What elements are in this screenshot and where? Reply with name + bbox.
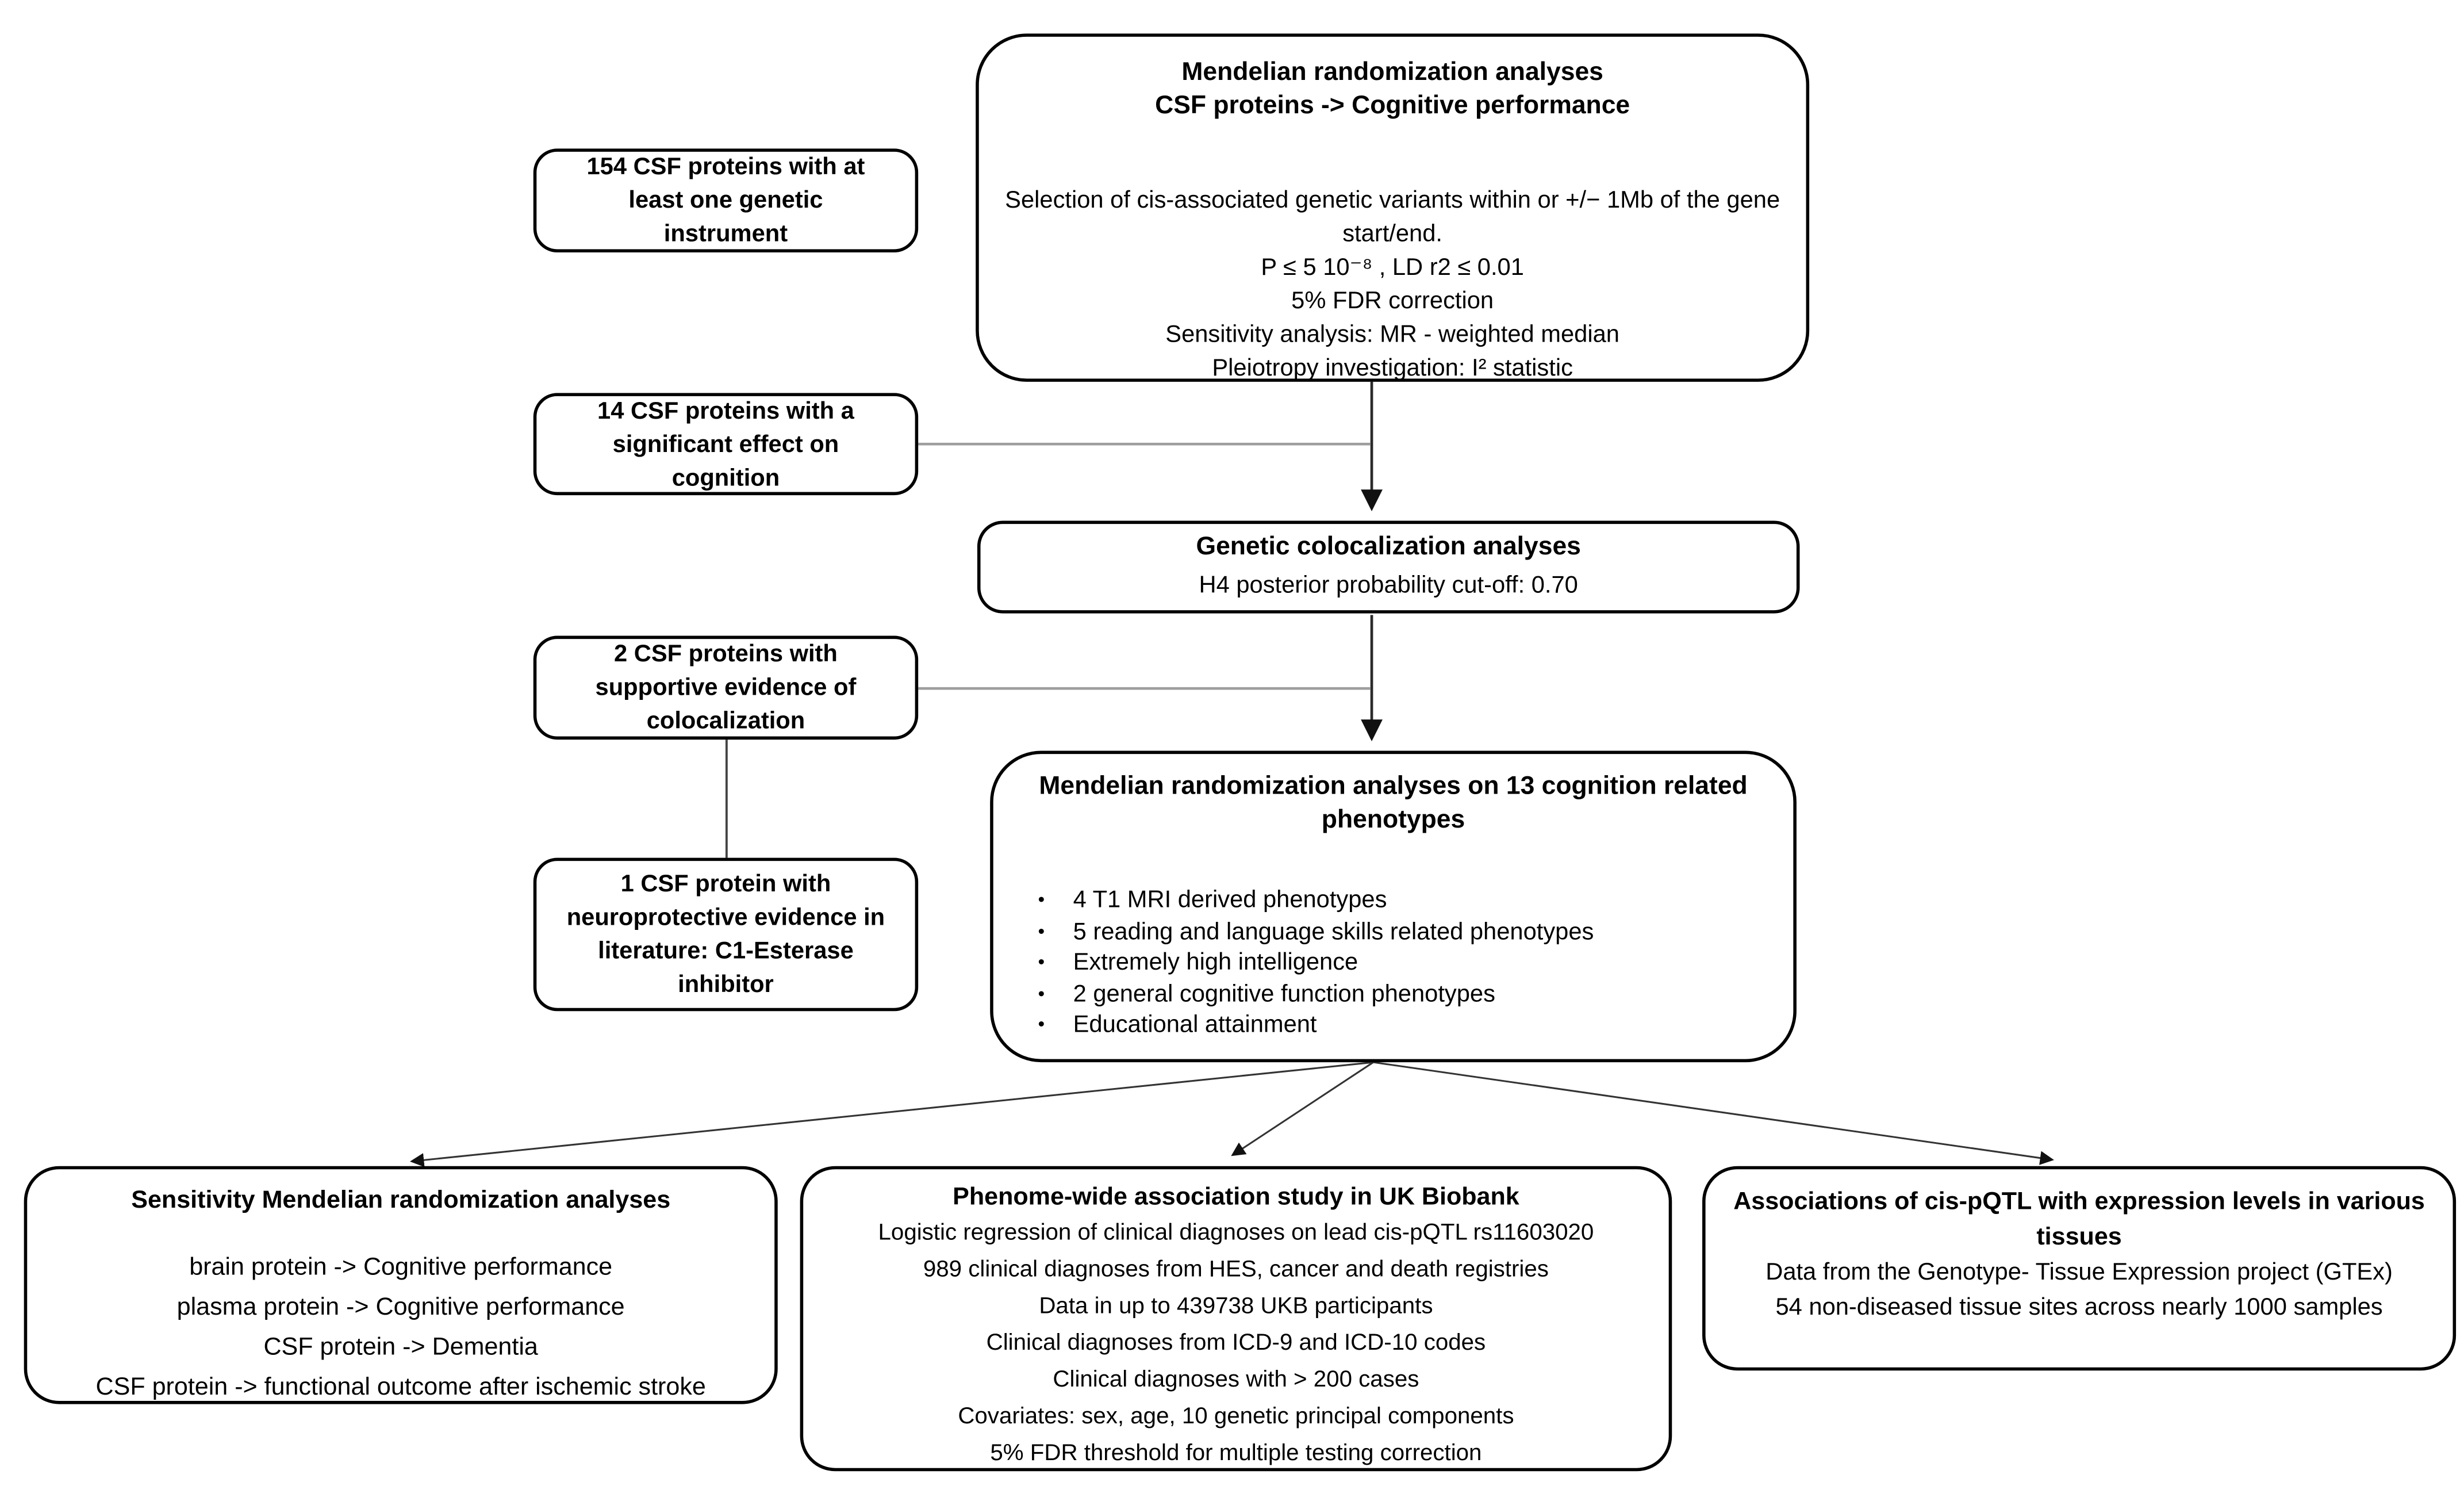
bullet-item-text: Extremely high intelligence: [1073, 948, 1358, 976]
connector-mr13-to-gtex-arrow: [1373, 1061, 2054, 1165]
phewas-line: 989 clinical diagnoses from HES, cancer …: [923, 1257, 1549, 1283]
mr-top-body-line: Pleiotropy investigation: I² statistic: [1212, 354, 1573, 382]
connector-mr13-to-sensitivity-arrow: [409, 1061, 1373, 1167]
bullet-item: • 2 general cognitive function phenotype…: [1038, 978, 1794, 1009]
sensitivity-title: Sensitivity Mendelian randomization anal…: [131, 1186, 671, 1215]
phewas-line: Clinical diagnoses with > 200 cases: [1053, 1367, 1419, 1393]
bullet-item: • Educational attainment: [1038, 1010, 1794, 1041]
mr-13-phenotypes-box: Mendelian randomization analyses on 13 c…: [990, 750, 1797, 1063]
gtex-expression-box: Associations of cis-pQTL with expression…: [1702, 1166, 2457, 1371]
mr-top-body-line: P ≤ 5 10⁻⁸ , LD r2 ≤ 0.01: [1261, 254, 1524, 281]
sensitivity-mr-box: Sensitivity Mendelian randomization anal…: [24, 1166, 778, 1404]
bullet-item-text: Educational attainment: [1073, 1011, 1317, 1039]
mr13-title: Mendelian randomization analyses on 13 c…: [1039, 773, 1748, 834]
mr-top-title-line1: Mendelian randomization analyses: [1181, 59, 1603, 86]
bullet-dot-icon: •: [1038, 919, 1045, 942]
bullet-item-text: 4 T1 MRI derived phenotypes: [1073, 886, 1387, 914]
supportive-box-text: 2 CSF proteins with supportive evidence …: [595, 640, 857, 735]
bullet-item: • 5 reading and language skills related …: [1038, 916, 1794, 947]
significant-box-text: 14 CSF proteins with a significant effec…: [597, 397, 854, 492]
coloc-body-line: H4 posterior probability cut-off: 0.70: [1199, 572, 1578, 599]
mr-top-body-line: 5% FDR correction: [1291, 287, 1494, 315]
supportive-colocalization-box: 2 CSF proteins with supportive evidence …: [533, 635, 919, 740]
sensitivity-line: CSF protein -> functional outcome after …: [95, 1373, 706, 1401]
mr-top-body: Selection of cis-associated genetic vari…: [979, 183, 1806, 385]
mr-analyses-top-box: Mendelian randomization analyses CSF pro…: [976, 33, 1810, 385]
sensitivity-body: brain protein -> Cognitive performance p…: [96, 1247, 706, 1407]
bullet-dot-icon: •: [1038, 1013, 1045, 1035]
bullet-item-text: 5 reading and language skills related ph…: [1073, 917, 1594, 945]
bullet-dot-icon: •: [1038, 981, 1045, 1004]
gtex-title: Associations of cis-pQTL with expression…: [1733, 1188, 2425, 1251]
neuro-box-text: 1 CSF protein with neuroprotective evide…: [566, 870, 885, 999]
phewas-line: 5% FDR threshold for multiple testing co…: [990, 1441, 1482, 1466]
significant-effect-box: 14 CSF proteins with a significant effec…: [533, 393, 919, 496]
gtex-line: 54 non-diseased tissue sites across near…: [1775, 1293, 2383, 1322]
bullet-item-text: 2 general cognitive function phenotypes: [1073, 980, 1495, 1008]
bullet-dot-icon: •: [1038, 950, 1045, 973]
sensitivity-line: plasma protein -> Cognitive performance: [176, 1293, 625, 1322]
gtex-body: Data from the Genotype- Tissue Expressio…: [1766, 1255, 2393, 1326]
genetic-colocalization-box: Genetic colocalization analyses H4 poste…: [977, 520, 1800, 614]
sensitivity-line: brain protein -> Cognitive performance: [189, 1254, 613, 1281]
mr13-bullet-list: • 4 T1 MRI derived phenotypes • 5 readin…: [993, 885, 1794, 1041]
bullet-item: • 4 T1 MRI derived phenotypes: [1038, 885, 1794, 916]
mr-top-body-line: Sensitivity analysis: MR - weighted medi…: [1165, 321, 1619, 348]
phewas-title: Phenome-wide association study in UK Bio…: [953, 1184, 1519, 1211]
mr-top-title-line2: CSF proteins -> Cognitive performance: [1155, 93, 1630, 120]
neuroprotective-protein-box: 1 CSF protein with neuroprotective evide…: [533, 857, 919, 1012]
connector-mr13-to-phewas-arrow: [1231, 1061, 1374, 1156]
phewas-line: Clinical diagnoses from ICD-9 and ICD-10…: [986, 1330, 1486, 1357]
phewas-uk-biobank-box: Phenome-wide association study in UK Bio…: [800, 1166, 1672, 1472]
csf-proteins-instruments-box: 154 CSF proteins with at least one genet…: [533, 148, 919, 252]
bullet-item: • Extremely high intelligence: [1038, 947, 1794, 978]
phewas-body: Logistic regression of clinical diagnose…: [878, 1216, 1594, 1473]
coloc-title: Genetic colocalization analyses: [1196, 533, 1581, 561]
mr-top-body-line: Selection of cis-associated genetic vari…: [1005, 186, 1780, 248]
sensitivity-line: CSF protein -> Dementia: [263, 1334, 538, 1361]
phewas-line: Data in up to 439738 UKB participants: [1039, 1293, 1433, 1320]
phewas-line: Covariates: sex, age, 10 genetic princip…: [958, 1404, 1514, 1430]
bullet-dot-icon: •: [1038, 888, 1045, 911]
gtex-line: Data from the Genotype- Tissue Expressio…: [1766, 1258, 2393, 1286]
phewas-line: Logistic regression of clinical diagnose…: [878, 1220, 1594, 1246]
instruments-box-text: 154 CSF proteins with at least one genet…: [586, 153, 865, 248]
